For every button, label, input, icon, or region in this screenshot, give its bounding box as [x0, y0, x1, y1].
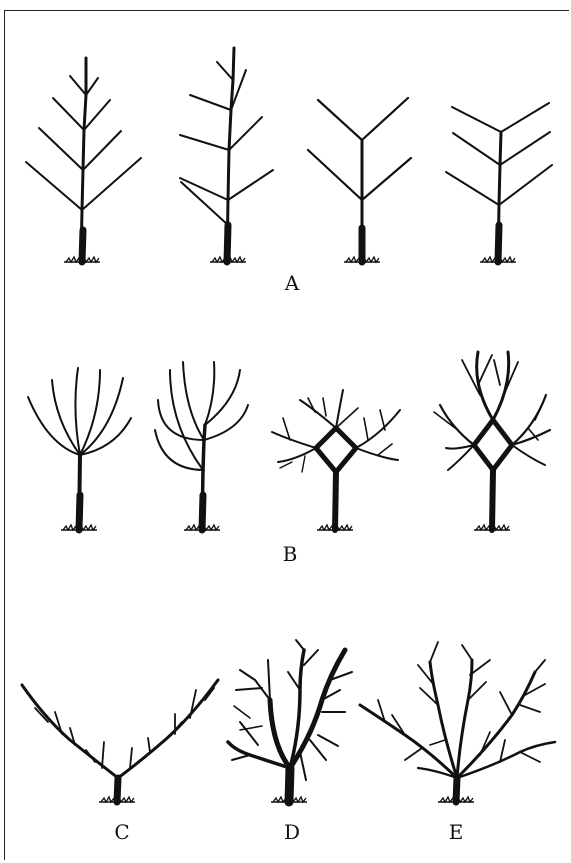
label-e: E	[448, 820, 464, 844]
label-a: A	[284, 271, 300, 295]
tree-b4	[433, 350, 552, 533]
tree-a2	[179, 46, 274, 266]
label-c: C	[114, 820, 130, 844]
tree-b3	[271, 389, 401, 533]
tree-b2	[154, 361, 249, 534]
tree-d	[226, 639, 353, 807]
label-d: D	[283, 820, 301, 844]
label-b: B	[282, 542, 298, 566]
tree-a4	[445, 102, 553, 266]
tree-a1	[25, 56, 142, 266]
tree-b1	[27, 367, 132, 534]
tree-c	[20, 678, 220, 806]
tree-e	[358, 641, 557, 806]
tree-a3	[306, 96, 413, 266]
figure-frame	[4, 10, 569, 860]
